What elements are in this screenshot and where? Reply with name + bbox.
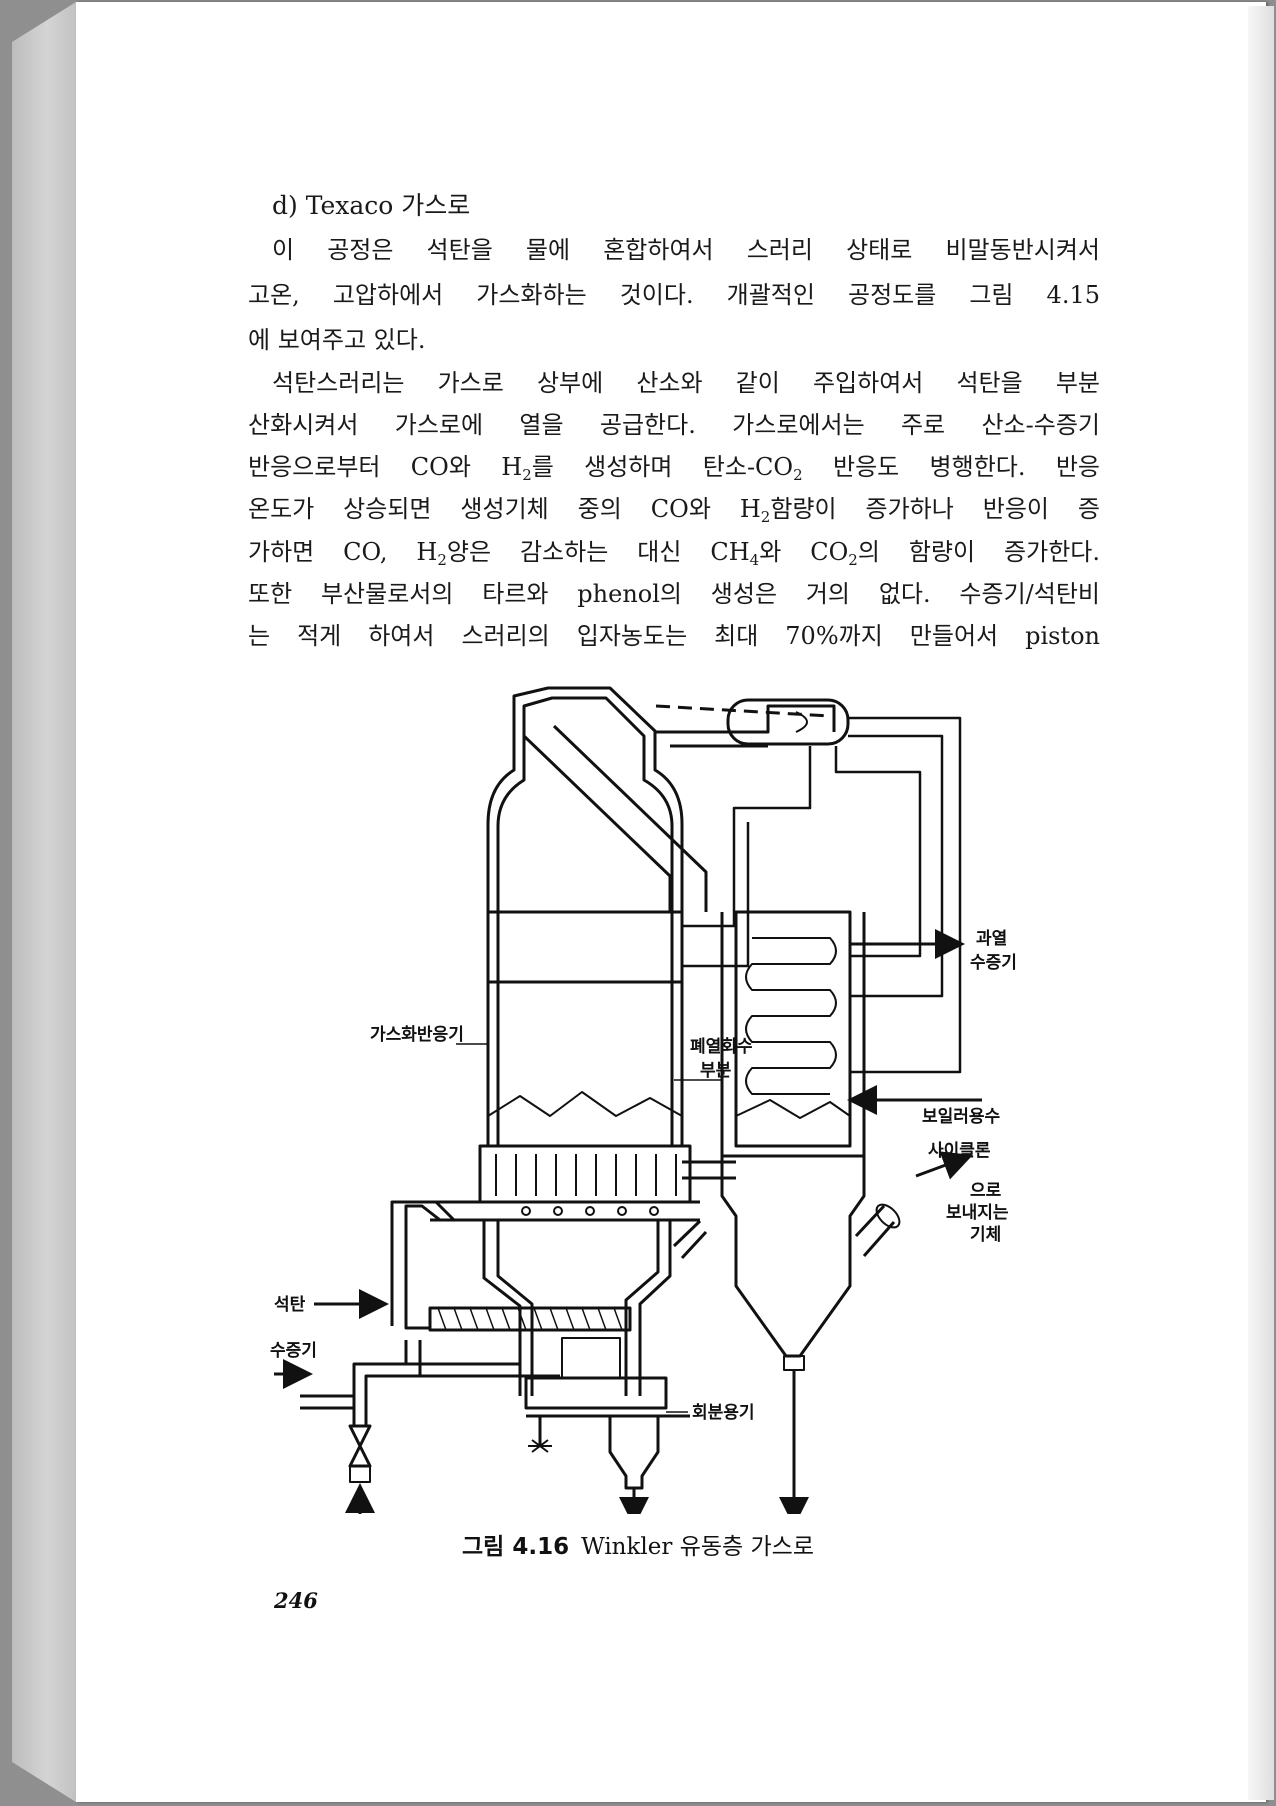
ash-vessel	[608, 1416, 660, 1490]
label-ash-vessel: 회분용기	[692, 1403, 755, 1423]
section-heading: d) Texaco 가스로	[272, 191, 471, 220]
label-gasifier: 가스화반응기	[370, 1025, 464, 1045]
paragraph-line: 는 적게 하여서 스러리의 입자농도는 최대 70%까지 만들어서 piston	[248, 622, 1100, 650]
label-cyclone-4: 기체	[970, 1225, 1001, 1245]
book-spine	[12, 2, 76, 1802]
screw-feeder	[428, 1306, 632, 1332]
paragraph-line: 반응으로부터 CO와 H2를 생성하며 탄소-CO2 반응도 병행한다. 반응	[248, 453, 1100, 484]
label-boiler-water: 보일러용수	[922, 1107, 1001, 1127]
figure-caption: 그림 4.16 Winkler 유동층 가스로	[0, 1527, 1276, 1561]
label-superheated-steam-1: 과열	[976, 929, 1007, 949]
label-cyclone-2: 으로	[970, 1181, 1002, 1201]
gasifier-vessel	[486, 686, 684, 1146]
caption-number: 그림 4.16	[462, 1534, 570, 1560]
label-waste-heat-1: 폐열회수	[690, 1037, 753, 1057]
paragraph-line: 에 보여주고 있다.	[248, 326, 426, 354]
gasifier-lower-cone	[482, 1220, 534, 1396]
heat-exchanger-coil	[745, 937, 837, 1095]
paragraph-line: 가하면 CO, H2양은 감소하는 대신 CH4와 CO2의 함량이 증가한다.	[248, 538, 1100, 569]
paragraph-line: 온도가 상승되면 생성기체 중의 CO와 H2함량이 증가하나 반응이 증	[248, 495, 1100, 526]
distributor-grate	[478, 1144, 692, 1204]
paragraph-line: 또한 부산물로서의 타르와 phenol의 생성은 거의 없다. 수증기/석탄비	[248, 580, 1100, 608]
paragraph-line: 산화시켜서 가스로에 열을 공급한다. 가스로에서는 주로 산소-수증기	[248, 411, 1100, 439]
label-superheated-steam-2: 수증기	[970, 953, 1017, 973]
gasifier-inner-wall	[496, 696, 674, 1146]
paragraph-line: 이 공정은 석탄을 물에 혼합하여서 스러리 상태로 비말동반시켜서	[272, 236, 1100, 264]
label-cyclone-3: 보내지는	[946, 1203, 1009, 1223]
waste-heat-boiler	[734, 910, 852, 1148]
steam-drum	[726, 698, 850, 746]
label-cyclone-1: 사이클론	[928, 1141, 991, 1161]
heat-exchange-band	[486, 910, 684, 984]
winkler-gasifier-diagram: 과열 수증기 가스화반응기 폐열회수 부분 보일러용수 사이클론 으로 보내지는…	[270, 676, 1050, 1514]
label-coal: 석탄	[274, 1295, 306, 1315]
label-steam: 수증기	[270, 1341, 317, 1361]
page-number: 246	[274, 1588, 318, 1613]
page-edge	[1248, 6, 1274, 1800]
paragraph-line: 고온, 고압하에서 가스화하는 것이다. 개괄적인 공정도를 그림 4.15	[248, 281, 1100, 309]
label-waste-heat-2: 부분	[700, 1061, 732, 1081]
caption-title: Winkler 유동층 가스로	[581, 1534, 814, 1560]
paragraph-line: 석탄스러리는 가스로 상부에 산소와 같이 주입하여서 석탄을 부분	[272, 369, 1100, 397]
